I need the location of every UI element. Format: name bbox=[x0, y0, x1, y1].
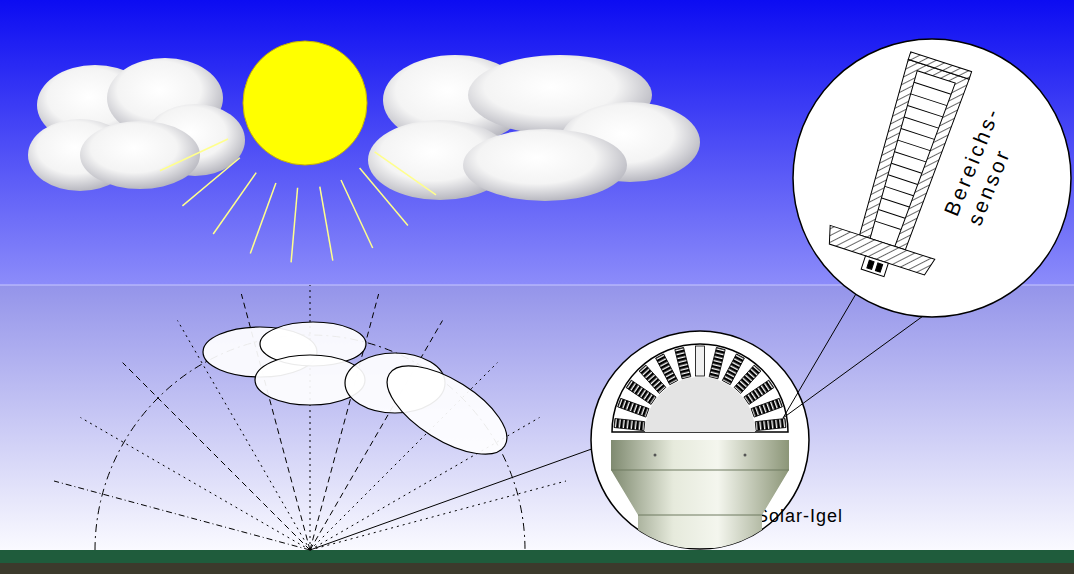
view-line bbox=[310, 481, 566, 550]
sensor-wall bbox=[852, 59, 969, 252]
sun-rays bbox=[160, 139, 436, 262]
leader-line bbox=[783, 403, 804, 418]
baffle bbox=[882, 198, 910, 207]
baffle bbox=[908, 105, 943, 116]
sensor-tube bbox=[675, 347, 691, 378]
sensor-tube bbox=[618, 398, 649, 417]
viewing-directions bbox=[54, 285, 566, 550]
sun-ray bbox=[160, 139, 228, 171]
device-label: Solar-Igel bbox=[756, 506, 866, 528]
sensor-cavity bbox=[863, 71, 955, 249]
magnifier-line bbox=[803, 317, 922, 404]
baffle bbox=[898, 140, 930, 151]
circle-outline bbox=[792, 38, 1072, 318]
sun-ray bbox=[291, 188, 298, 263]
screw bbox=[744, 454, 747, 457]
view-line bbox=[81, 418, 311, 551]
dome-sensors bbox=[614, 346, 786, 431]
sun-ray bbox=[320, 187, 333, 261]
sensor-tube bbox=[755, 419, 786, 431]
cloud-left bbox=[28, 58, 245, 191]
baffle bbox=[891, 163, 921, 173]
housing-edge bbox=[611, 470, 789, 471]
photodiode-pin bbox=[867, 260, 874, 269]
sensor-cap bbox=[908, 52, 971, 79]
baffle bbox=[911, 94, 947, 106]
baffle bbox=[901, 129, 934, 140]
sensor-tube bbox=[626, 380, 656, 404]
baffle bbox=[885, 186, 914, 195]
baffle bbox=[895, 152, 926, 162]
baffle bbox=[904, 117, 938, 128]
sensor-flange bbox=[825, 225, 935, 276]
cloud-puff bbox=[463, 129, 627, 201]
cloud-puff bbox=[80, 121, 200, 189]
dome-outline bbox=[612, 344, 788, 432]
sensor-tube bbox=[734, 365, 761, 393]
circle-shape bbox=[793, 39, 1071, 317]
baffle bbox=[914, 82, 951, 94]
view-arc bbox=[95, 335, 525, 550]
sensor-tube bbox=[751, 398, 782, 417]
sensor-base bbox=[861, 256, 888, 277]
device-housing bbox=[611, 440, 789, 548]
sun-ray bbox=[341, 180, 373, 248]
node-circle: Solar-Igel bbox=[590, 330, 810, 550]
screw bbox=[654, 454, 657, 457]
sun-ray bbox=[213, 173, 256, 234]
sun-ray bbox=[250, 183, 276, 254]
sun-ray bbox=[360, 168, 408, 226]
sensor-tube bbox=[656, 354, 678, 385]
range-sensor-section bbox=[820, 45, 993, 290]
pointer-line bbox=[310, 446, 600, 550]
sensor-tube bbox=[744, 380, 774, 404]
sun-ray bbox=[375, 152, 436, 195]
lower-sky bbox=[0, 285, 1074, 550]
sensor-tube bbox=[614, 419, 645, 431]
photodiode-pin bbox=[875, 263, 882, 272]
sensor-tube bbox=[709, 347, 725, 378]
sensor-tube bbox=[722, 354, 744, 385]
node-circle: Bereichs- sensor bbox=[792, 38, 1072, 318]
sensor-footprints bbox=[203, 322, 521, 471]
cloud-right bbox=[368, 55, 700, 201]
baffle bbox=[878, 210, 905, 219]
sun-ray bbox=[182, 158, 240, 206]
baffle bbox=[875, 221, 901, 229]
leader-line bbox=[783, 391, 799, 418]
solar-igel-device bbox=[611, 344, 804, 548]
sensor-tube bbox=[639, 365, 666, 393]
sensor-baffles bbox=[869, 82, 951, 231]
ground-band bbox=[0, 550, 1074, 563]
soil-band bbox=[0, 563, 1074, 574]
magnifier-line bbox=[798, 294, 856, 392]
sensor-tube bbox=[696, 346, 705, 376]
dome-core bbox=[645, 377, 755, 432]
baffle bbox=[888, 175, 917, 185]
sun bbox=[243, 41, 367, 165]
footprint-ellipse bbox=[373, 349, 520, 472]
housing-edge bbox=[638, 515, 762, 516]
view-line bbox=[54, 481, 310, 550]
